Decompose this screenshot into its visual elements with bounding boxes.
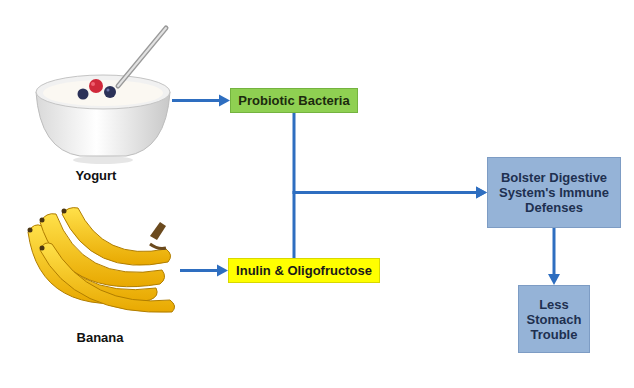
- process-box: Probiotic Bacteria: [230, 88, 358, 113]
- banana-picture: [28, 208, 175, 313]
- yogurt-picture: [36, 28, 170, 164]
- yogurt-node: Yogurt: [20, 12, 172, 186]
- picture-caption: Banana: [77, 330, 124, 345]
- arrow-head: [219, 95, 230, 107]
- arrow-head: [476, 187, 487, 199]
- arrow-head: [217, 265, 228, 277]
- arrow-line: [553, 228, 556, 274]
- arrow-head: [548, 274, 560, 285]
- flow-arrow: [294, 187, 487, 259]
- process-box: Inulin & Oligofructose: [228, 258, 380, 283]
- process-box: Bolster Digestive System's Immune Defens…: [487, 157, 621, 228]
- flow-arrow: [548, 228, 560, 285]
- box-label: Less Stomach Trouble: [525, 297, 583, 342]
- box-label: Inulin & Oligofructose: [236, 263, 372, 278]
- flow-arrow: [180, 265, 228, 277]
- arrow-head: [476, 187, 487, 199]
- picture-caption: Yogurt: [76, 168, 117, 183]
- banana-node: Banana: [20, 198, 180, 348]
- process-box: Less Stomach Trouble: [518, 285, 590, 353]
- arrow-line: [294, 193, 476, 259]
- flow-arrow: [294, 113, 487, 199]
- flow-arrow: [172, 95, 230, 107]
- arrow-line: [180, 269, 217, 272]
- arrow-line: [294, 113, 476, 193]
- box-label: Bolster Digestive System's Immune Defens…: [494, 170, 614, 215]
- arrow-line: [172, 99, 219, 102]
- box-label: Probiotic Bacteria: [238, 93, 349, 108]
